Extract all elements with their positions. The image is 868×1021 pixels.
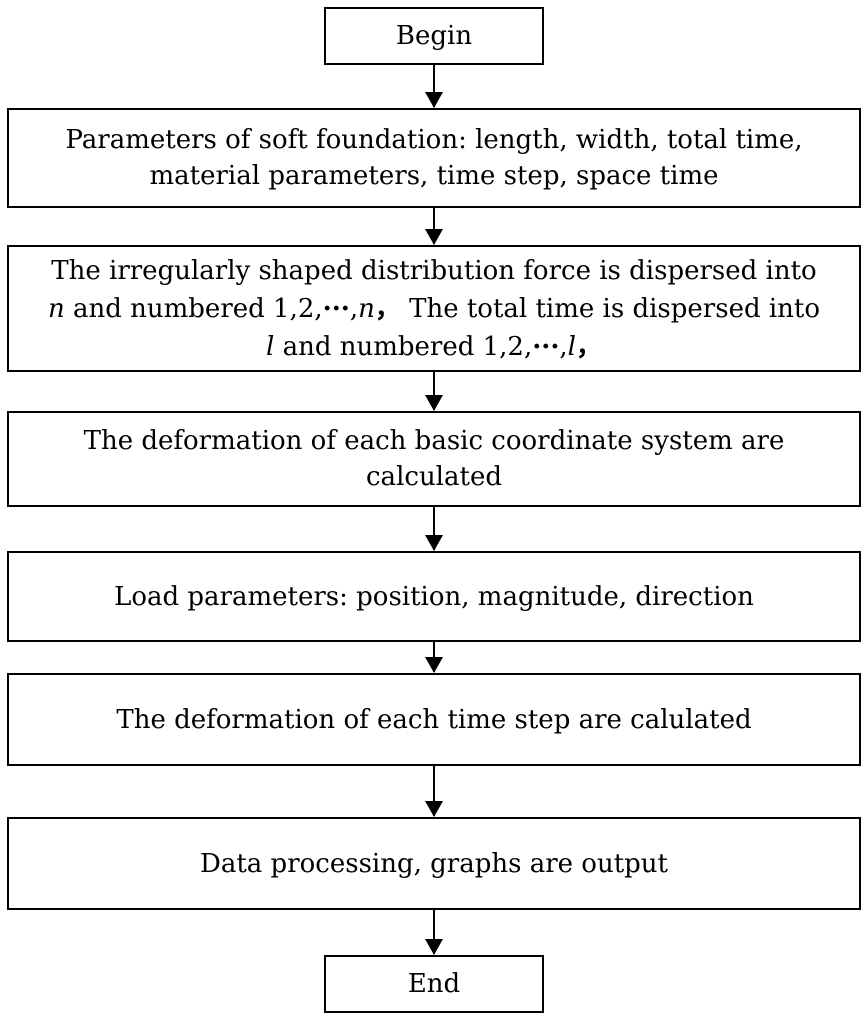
load-parameters-step: Load parameters: position, magnitude, di… [7, 551, 861, 642]
variable-n: n [47, 293, 65, 324]
comma-l: , [559, 331, 568, 362]
force-dispersion-step: The irregularly shaped distribution forc… [7, 245, 861, 372]
force-dispersion-line-1: The irregularly shaped distribution forc… [51, 255, 817, 286]
time-step-deformation-label: The deformation of each time step are ca… [116, 704, 752, 735]
variable-l: l [265, 331, 275, 362]
total-time-text: The total time is dispersed into [400, 293, 821, 324]
soft-foundation-parameters-line-1: Parameters of soft foundation: length, w… [65, 125, 803, 155]
arrowhead-6 [425, 801, 443, 817]
arrowhead-1 [425, 92, 443, 108]
time-step-deformation-step: The deformation of each time step are ca… [7, 673, 861, 766]
end-terminal: End [324, 955, 544, 1013]
force-dispersion-line-2: n and numbered 1,2,···,n， The total time… [48, 290, 820, 328]
separator-n: ， [374, 293, 401, 324]
soft-foundation-parameters-step: Parameters of soft foundation: length, w… [7, 108, 861, 208]
arrowhead-7 [425, 939, 443, 955]
variable-n-end: n [358, 293, 375, 324]
comma-n: , [349, 293, 359, 324]
begin-label: Begin [395, 21, 473, 51]
end-label: End [407, 969, 461, 999]
load-parameters-label: Load parameters: position, magnitude, di… [114, 581, 754, 612]
ellipsis-n: ··· [322, 293, 350, 324]
soft-foundation-parameters-line-2: material parameters, time step, space ti… [149, 161, 719, 191]
basic-coordinate-deformation-step: The deformation of each basic coordinate… [7, 411, 861, 507]
separator-l: ， [576, 331, 603, 362]
arrowhead-5 [425, 657, 443, 673]
basic-coordinate-deformation-line-1: The deformation of each basic coordinate… [83, 426, 785, 456]
numbered-text-n: and numbered 1,2, [64, 293, 323, 324]
force-dispersion-line-3: l and numbered 1,2,···,l， [266, 328, 602, 366]
arrowhead-4 [425, 535, 443, 551]
variable-l-end: l [567, 331, 576, 362]
begin-terminal: Begin [324, 7, 544, 65]
numbered-text-l: and numbered 1,2, [274, 331, 533, 362]
arrowhead-2 [425, 229, 443, 245]
arrowhead-3 [425, 395, 443, 411]
ellipsis-l: ··· [532, 331, 560, 362]
data-processing-label: Data processing, graphs are output [200, 848, 668, 879]
basic-coordinate-deformation-line-2: calculated [366, 462, 502, 492]
data-processing-step: Data processing, graphs are output [7, 817, 861, 910]
